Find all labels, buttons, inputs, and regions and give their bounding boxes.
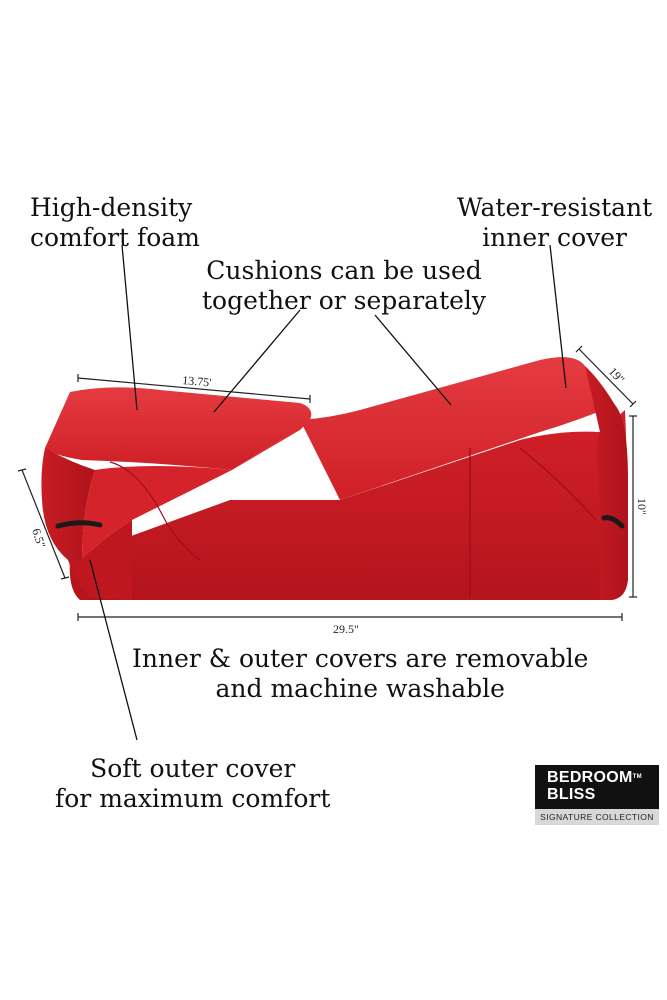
- leader-cushions-large: [374, 314, 452, 406]
- callout-cushions-line1: Cushions can be used: [206, 256, 482, 285]
- brand-logo-line2: BLISS: [547, 786, 596, 803]
- dim-label-height: 10": [635, 498, 649, 515]
- callout-cushions-line2: together or separately: [202, 286, 487, 315]
- callout-removable: Inner & outer covers are removable and m…: [132, 644, 588, 704]
- callout-soft-cover: Soft outer cover for maximum comfort: [55, 754, 330, 814]
- callout-removable-line2: and machine washable: [215, 674, 505, 703]
- zipper: [55, 520, 103, 529]
- callout-inner-cover: Water-resistant inner cover: [457, 193, 652, 253]
- callout-leaders: [89, 244, 567, 741]
- callout-foam-line2: comfort foam: [30, 223, 200, 252]
- callout-inner-cover-line1: Water-resistant: [457, 193, 653, 222]
- small-wedge-top: [45, 387, 312, 470]
- callout-removable-line1: Inner & outer covers are removable: [132, 644, 589, 673]
- callout-inner-cover-line2: inner cover: [482, 223, 627, 252]
- large-wedge-cushion: [69, 357, 628, 600]
- large-wedge-side: [69, 410, 628, 600]
- leader-cushions-small: [213, 309, 301, 413]
- callout-cushions: Cushions can be used together or separat…: [202, 256, 486, 316]
- dim-label-length: 29.5": [333, 622, 359, 636]
- seam-line: [519, 447, 597, 521]
- brand-logo-line1: BEDROOM: [547, 769, 633, 786]
- brand-logo-tagline: SIGNATURE COLLECTION: [535, 809, 659, 825]
- leader-foam: [121, 244, 138, 411]
- dim-label-small-top: 13.75': [182, 373, 212, 389]
- small-wedge-front: [82, 430, 300, 560]
- callout-foam-line1: High-density: [30, 193, 193, 222]
- brand-logo-wordmark: BEDROOMTM BLISS: [535, 765, 659, 809]
- callout-foam: High-density comfort foam: [30, 193, 200, 253]
- small-wedge-end: [41, 448, 95, 568]
- dim-line-small-height: [21, 469, 66, 579]
- callout-soft-cover-line2: for maximum comfort: [55, 784, 331, 813]
- dim-line-width: [578, 348, 634, 405]
- trademark-mark: TM: [632, 774, 642, 780]
- small-wedge-lower: [68, 520, 132, 600]
- dim-label-width: 19": [606, 364, 628, 386]
- leader-soft-cover: [89, 559, 138, 741]
- leader-inner-cover: [549, 244, 567, 389]
- seam-line: [109, 461, 201, 561]
- small-wedge-cushion: [41, 387, 312, 600]
- dim-line-small-top: [77, 377, 311, 400]
- large-wedge-top: [300, 357, 615, 500]
- callout-soft-cover-line1: Soft outer cover: [90, 754, 296, 783]
- dim-label-small-height: 6.5": [29, 527, 48, 550]
- large-wedge-end: [585, 366, 628, 600]
- dimension-lines: [17, 345, 637, 621]
- brand-logo: BEDROOMTM BLISS SIGNATURE COLLECTION: [535, 765, 659, 827]
- zipper: [601, 515, 625, 529]
